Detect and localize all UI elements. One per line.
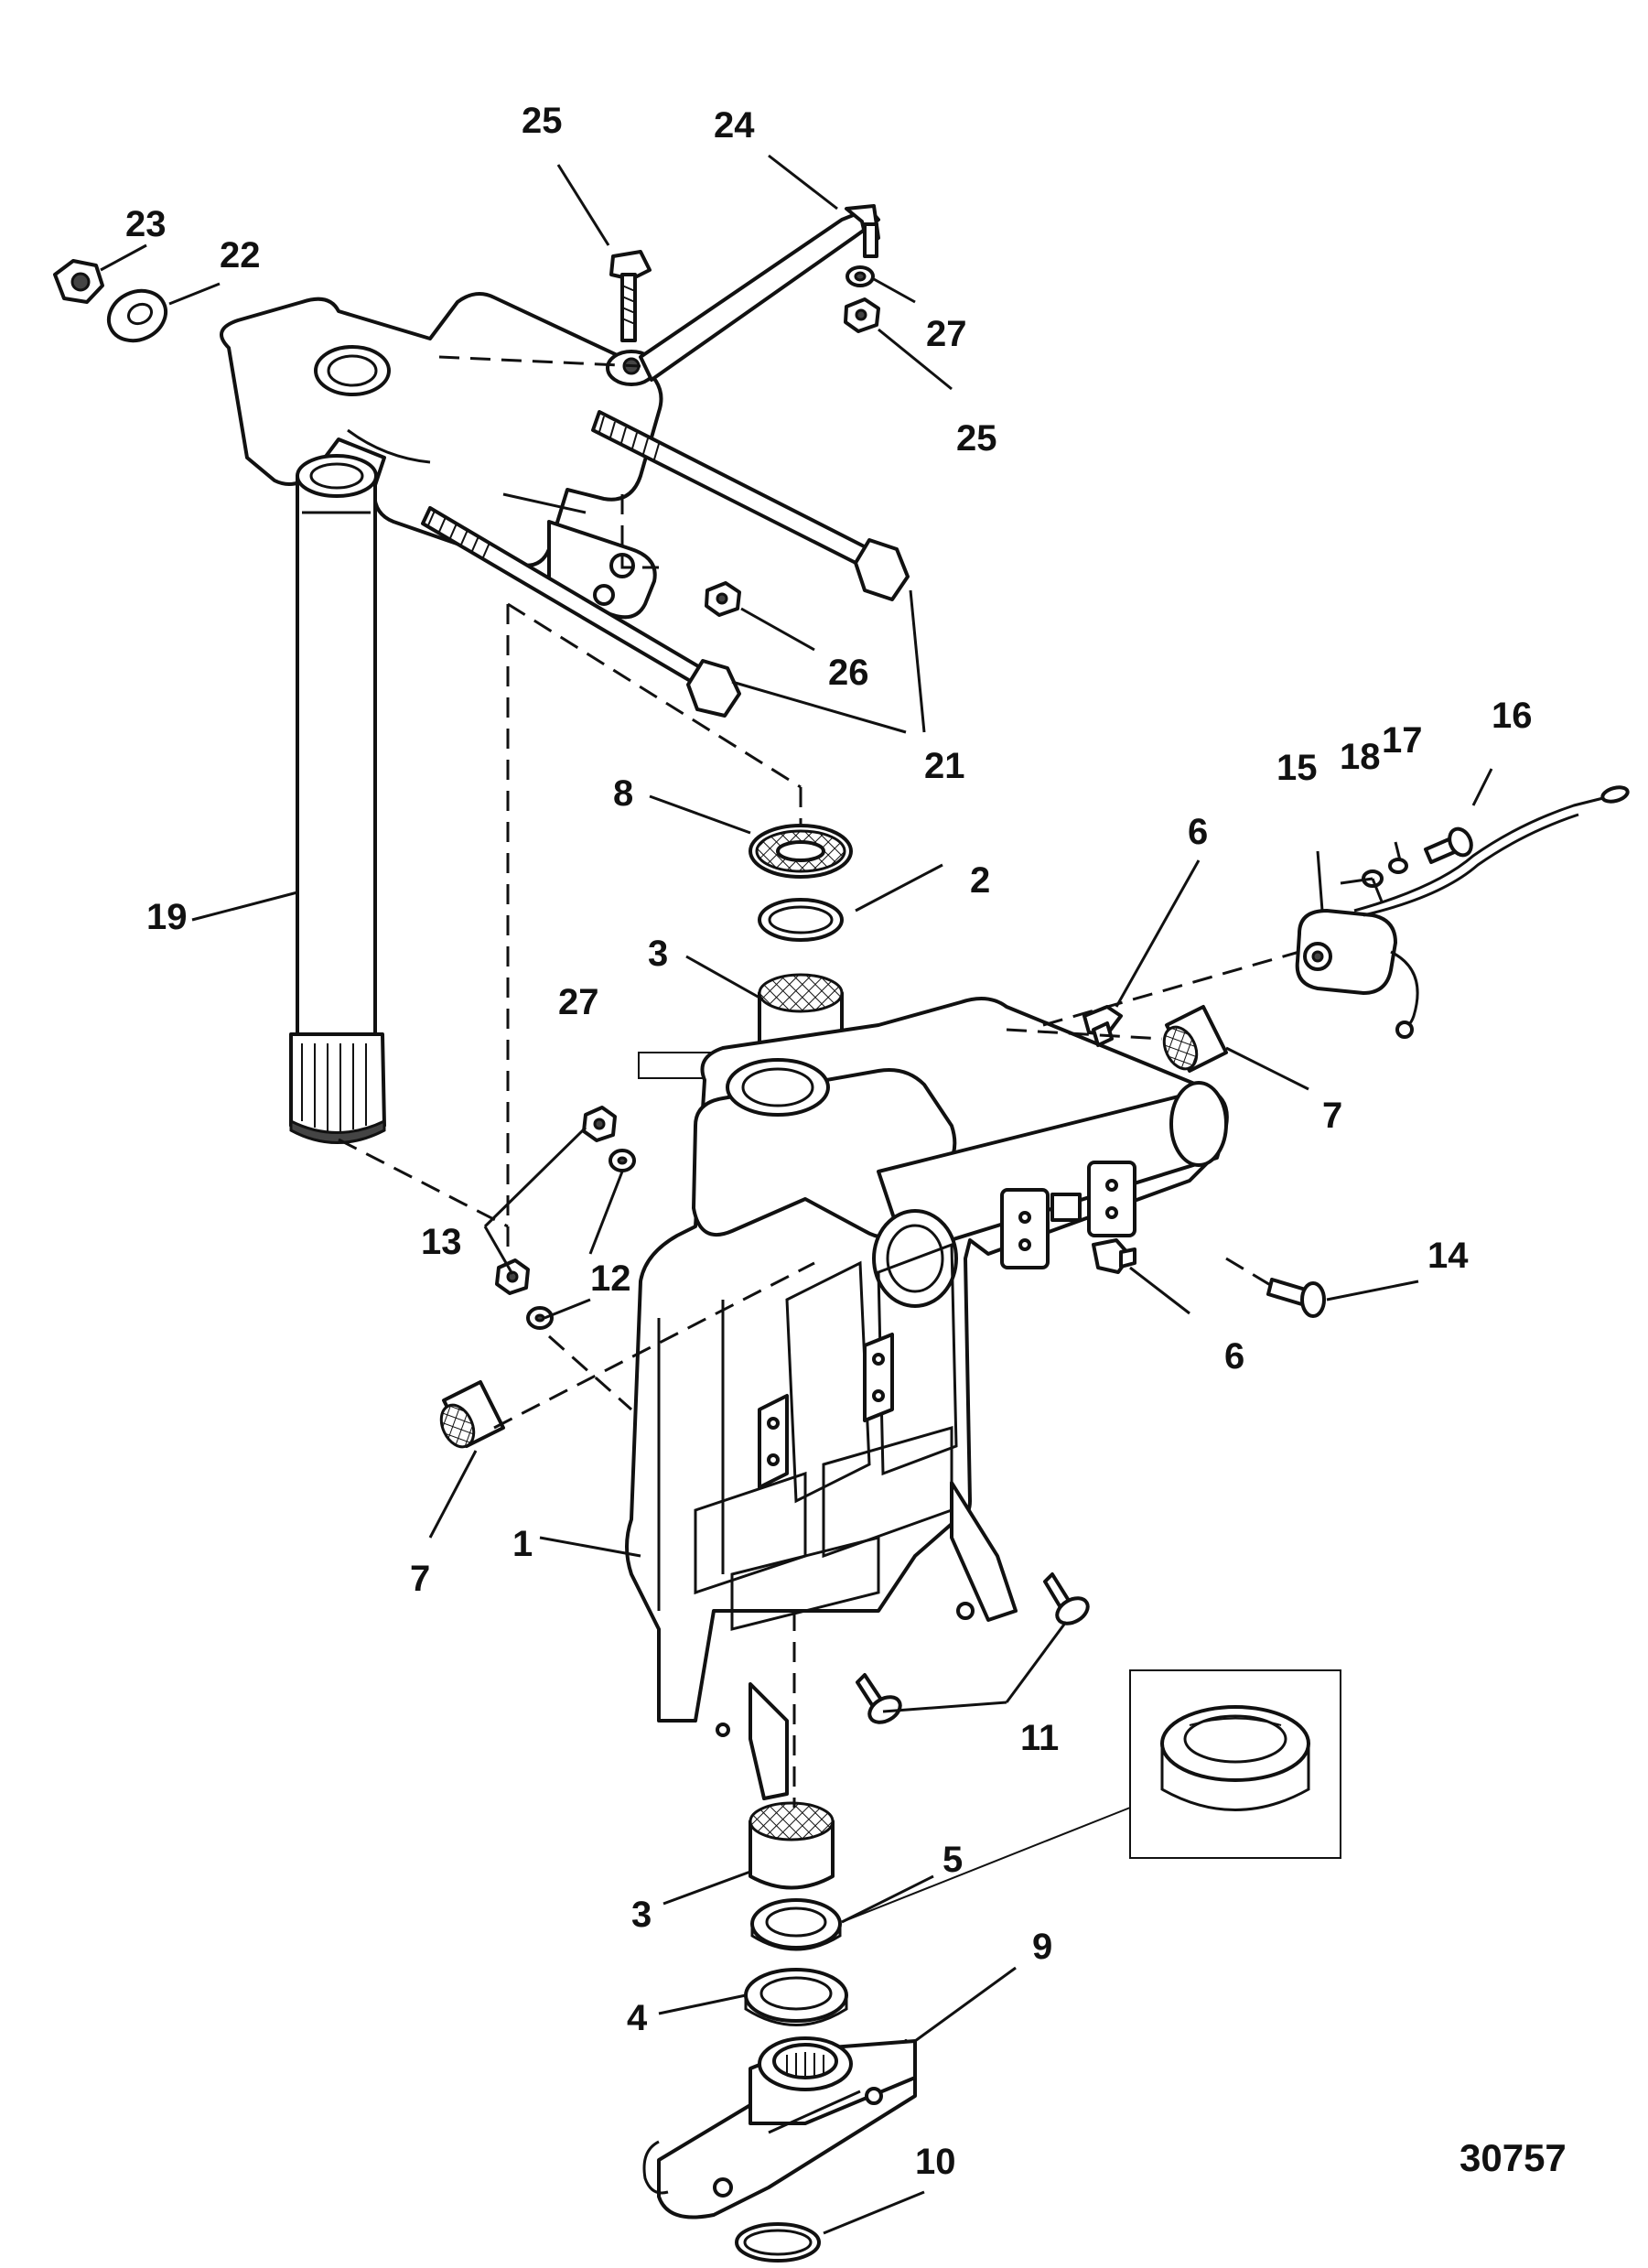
callout-13: 13 xyxy=(421,1222,462,1262)
seal-part-5 xyxy=(750,1898,842,1951)
washer-part-17 xyxy=(1388,858,1408,874)
washer-part-2 xyxy=(758,898,844,942)
callout-3-upper: 3 xyxy=(648,934,668,974)
callout-25-lower: 26 xyxy=(828,653,869,693)
nut-part-25-lower xyxy=(705,581,741,617)
screw-part-11-right xyxy=(1043,1572,1090,1625)
callout-labels: 23 22 25 24 27 25 26 21 8 2 3 27 19 6 15… xyxy=(125,101,1567,2182)
grease-fitting-part-6-lower xyxy=(1092,1238,1136,1274)
bolt-part-20-lower xyxy=(421,506,741,718)
callout-15: 15 xyxy=(1276,748,1318,788)
bushing-part-7-right xyxy=(1162,1005,1228,1073)
washer-part-4 xyxy=(744,1968,848,2026)
screw-part-16 xyxy=(1424,826,1473,864)
callout-2: 2 xyxy=(970,860,990,901)
callout-26: 27 xyxy=(926,314,967,354)
switch-part-15 xyxy=(1295,785,1630,1039)
steering-arm-part-19 xyxy=(220,292,663,1144)
washer-part-12-lower xyxy=(526,1306,554,1330)
nut-part-25-upper xyxy=(844,297,880,333)
callout-22: 23 xyxy=(125,204,167,244)
bushing-part-7-left xyxy=(439,1380,505,1449)
callout-12: 12 xyxy=(590,1258,631,1299)
callout-9: 9 xyxy=(1032,1927,1052,1967)
callout-17: 17 xyxy=(1382,720,1423,761)
callout-3-lower: 3 xyxy=(631,1895,652,1935)
assembly-center-lines xyxy=(338,355,1300,1808)
callout-6-lower: 6 xyxy=(1224,1336,1244,1377)
leader-lines xyxy=(100,154,1493,2235)
callout-20: 21 xyxy=(924,746,965,786)
callout-7-left: 7 xyxy=(410,1559,430,1599)
callout-18: 18 xyxy=(1340,737,1381,777)
seal-detail-inset xyxy=(841,1669,1341,1923)
callout-23: 24 xyxy=(714,105,755,146)
swivel-bracket-part-1 xyxy=(625,997,1229,1800)
callout-6-upper: 6 xyxy=(1188,812,1208,852)
callout-21: 22 xyxy=(220,235,261,275)
bolt-part-20-upper xyxy=(591,410,910,601)
callout-16: 16 xyxy=(1492,696,1533,736)
washer-part-26 xyxy=(846,265,875,287)
nut-part-13-upper xyxy=(582,1106,617,1142)
figure-number: 30757 xyxy=(1460,2136,1567,2179)
yoke-part-9 xyxy=(642,2036,917,2219)
callout-25-upper: 25 xyxy=(956,418,997,459)
washer-part-21 xyxy=(106,288,168,343)
thrust-washer-part-8 xyxy=(749,824,853,879)
screw-part-11-left xyxy=(856,1673,902,1724)
callout-14: 14 xyxy=(1427,1236,1469,1276)
nut-part-13-lower xyxy=(495,1258,530,1295)
bushing-part-3-lower xyxy=(749,1801,835,1890)
callout-19: 19 xyxy=(146,897,188,937)
callout-24: 25 xyxy=(522,101,563,141)
bolt-part-14 xyxy=(1266,1278,1326,1318)
washer-part-12-upper xyxy=(609,1149,636,1172)
callout-4: 4 xyxy=(627,1998,648,2038)
snap-ring-part-10 xyxy=(735,2222,821,2263)
callout-5: 5 xyxy=(942,1840,963,1880)
nut-part-22 xyxy=(53,259,104,304)
bolt-part-24 xyxy=(609,250,652,342)
callout-11: 11 xyxy=(1020,1718,1059,1758)
callout-10: 10 xyxy=(915,2142,956,2182)
callout-8: 8 xyxy=(613,773,633,814)
callout-7-right: 7 xyxy=(1322,1096,1342,1136)
link-rod-part-23 xyxy=(606,204,880,386)
callout-1: 1 xyxy=(512,1524,533,1564)
callout-27: 27 xyxy=(558,982,599,1022)
